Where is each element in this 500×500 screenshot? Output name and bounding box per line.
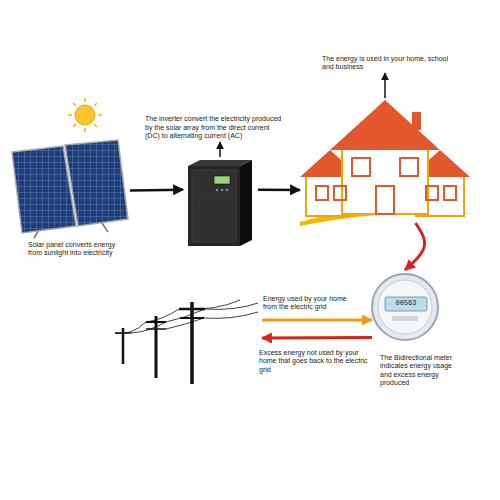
flow-arrow bbox=[405, 223, 425, 270]
windows bbox=[316, 124, 456, 214]
caption-text: The energy is used in your home, school … bbox=[322, 55, 457, 72]
sun-rays bbox=[68, 98, 102, 132]
sun bbox=[68, 98, 102, 132]
meter-case bbox=[372, 274, 438, 340]
house-wall bbox=[342, 146, 428, 214]
inverter-panel bbox=[192, 170, 236, 242]
power-poles bbox=[115, 300, 258, 384]
inverter-side bbox=[240, 160, 252, 246]
panel-left bbox=[12, 146, 76, 233]
meter-reading: 00563 bbox=[386, 300, 426, 307]
flow-arrow bbox=[262, 318, 372, 321]
meter-face bbox=[378, 280, 432, 334]
solar-panel-node: Solar panel converts energy from sunligh… bbox=[10, 140, 130, 237]
inverter-button bbox=[221, 189, 224, 192]
inverter-top bbox=[188, 160, 252, 166]
leader-arrow bbox=[384, 73, 386, 98]
inverter-display bbox=[214, 176, 230, 184]
arrow-label: Excess energy not used by your home that… bbox=[258, 349, 372, 374]
grid-node bbox=[112, 300, 262, 385]
inverter bbox=[188, 160, 252, 246]
leader-arrow bbox=[219, 142, 221, 157]
inverter-seam bbox=[196, 200, 232, 201]
inverter-front bbox=[188, 166, 240, 246]
inverter-node: The inverter convert the electricity pro… bbox=[183, 158, 258, 246]
meter-node: The Bidirectional meter indicates energy… bbox=[372, 270, 438, 345]
panel-right bbox=[65, 140, 128, 226]
electric-meter bbox=[372, 274, 438, 340]
flow-arrow bbox=[258, 188, 300, 191]
houses-node: The energy is used in your home, school … bbox=[300, 88, 475, 223]
flow-arrow bbox=[130, 188, 183, 191]
sun-disc bbox=[75, 105, 95, 125]
arrow-label: Energy used by your home from the electr… bbox=[262, 295, 356, 312]
caption-text: Solar panel converts energy from sunligh… bbox=[28, 241, 128, 258]
houses bbox=[300, 100, 472, 226]
chimney bbox=[412, 112, 421, 130]
caption-text: The Bidirectional meter indicates energy… bbox=[380, 354, 464, 387]
house-roof bbox=[330, 100, 440, 150]
solar-panel bbox=[12, 140, 128, 238]
flow-arrow bbox=[262, 336, 372, 339]
inverter-button bbox=[226, 189, 229, 192]
caption-text: The inverter convert the electricity pro… bbox=[145, 115, 285, 140]
inverter-button bbox=[216, 189, 219, 192]
meter-display bbox=[385, 297, 427, 311]
meter-plate bbox=[392, 316, 418, 321]
